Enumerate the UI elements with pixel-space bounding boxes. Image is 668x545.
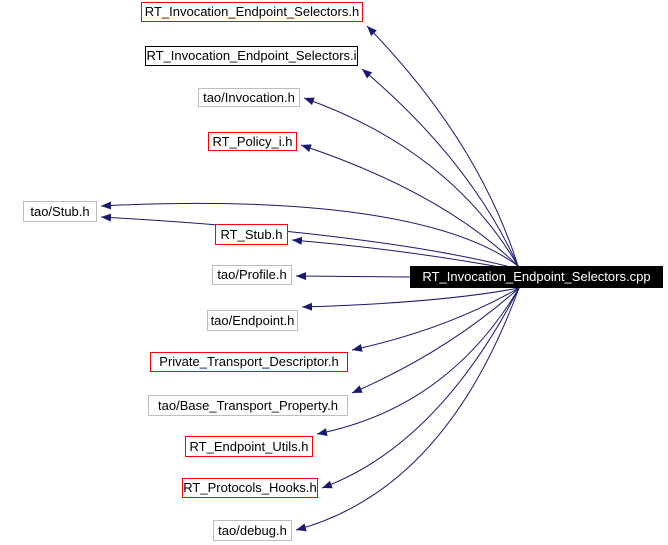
node-tao-stub-h[interactable]: tao/Stub.h <box>23 201 97 222</box>
node-tao-invocation-h[interactable]: tao/Invocation.h <box>198 88 300 107</box>
node-rt-stub-h[interactable]: RT_Stub.h <box>215 224 288 245</box>
node-rt-policy-i-h[interactable]: RT_Policy_i.h <box>208 132 297 151</box>
edge-to-tao-endpoint-h <box>301 287 520 311</box>
node-rt-endpoint-utils-h[interactable]: RT_Endpoint_Utils.h <box>185 436 313 457</box>
node-tao-profile-h[interactable]: tao/Profile.h <box>212 265 292 285</box>
node-tao-debug-h[interactable]: tao/debug.h <box>213 520 292 541</box>
edge-to-rt-invocation-endpoint-selectors-i <box>361 68 519 267</box>
node-rt-invocation-endpoint-selectors-h[interactable]: RT_Invocation_Endpoint_Selectors.h <box>141 2 363 22</box>
node-rt-invocation-endpoint-selectors-i[interactable]: RT_Invocation_Endpoint_Selectors.i <box>145 46 358 66</box>
edge-to-rt-policy-i-h <box>300 144 519 267</box>
node-tao-base-transport-property-h[interactable]: tao/Base_Transport_Property.h <box>148 395 348 416</box>
edge-to-rt-stub-h <box>291 236 517 271</box>
edge-to-rt-invocation-endpoint-selectors-h <box>366 25 519 267</box>
edge-to-tao-stub-h-lower <box>100 213 519 270</box>
node-rt-invocation-endpoint-selectors-cpp: RT_Invocation_Endpoint_Selectors.cpp <box>410 266 663 288</box>
node-rt-protocols-hooks-h[interactable]: RT_Protocols_Hooks.h <box>182 478 318 498</box>
edge-to-tao-invocation-h <box>303 97 519 267</box>
edge-to-tao-base-transport-property-h <box>351 287 520 394</box>
edge-to-rt-endpoint-utils-h <box>316 287 520 436</box>
edge-to-tao-debug-h <box>295 287 520 532</box>
edge-to-tao-profile-h <box>295 272 411 281</box>
edge-to-tao-stub-h-upper <box>100 201 519 267</box>
edge-to-private-transport-descriptor-h <box>351 287 520 352</box>
node-private-transport-descriptor-h[interactable]: Private_Transport_Descriptor.h <box>150 352 348 372</box>
edge-to-rt-protocols-hooks-h <box>321 287 520 489</box>
node-tao-endpoint-h[interactable]: tao/Endpoint.h <box>207 310 298 331</box>
